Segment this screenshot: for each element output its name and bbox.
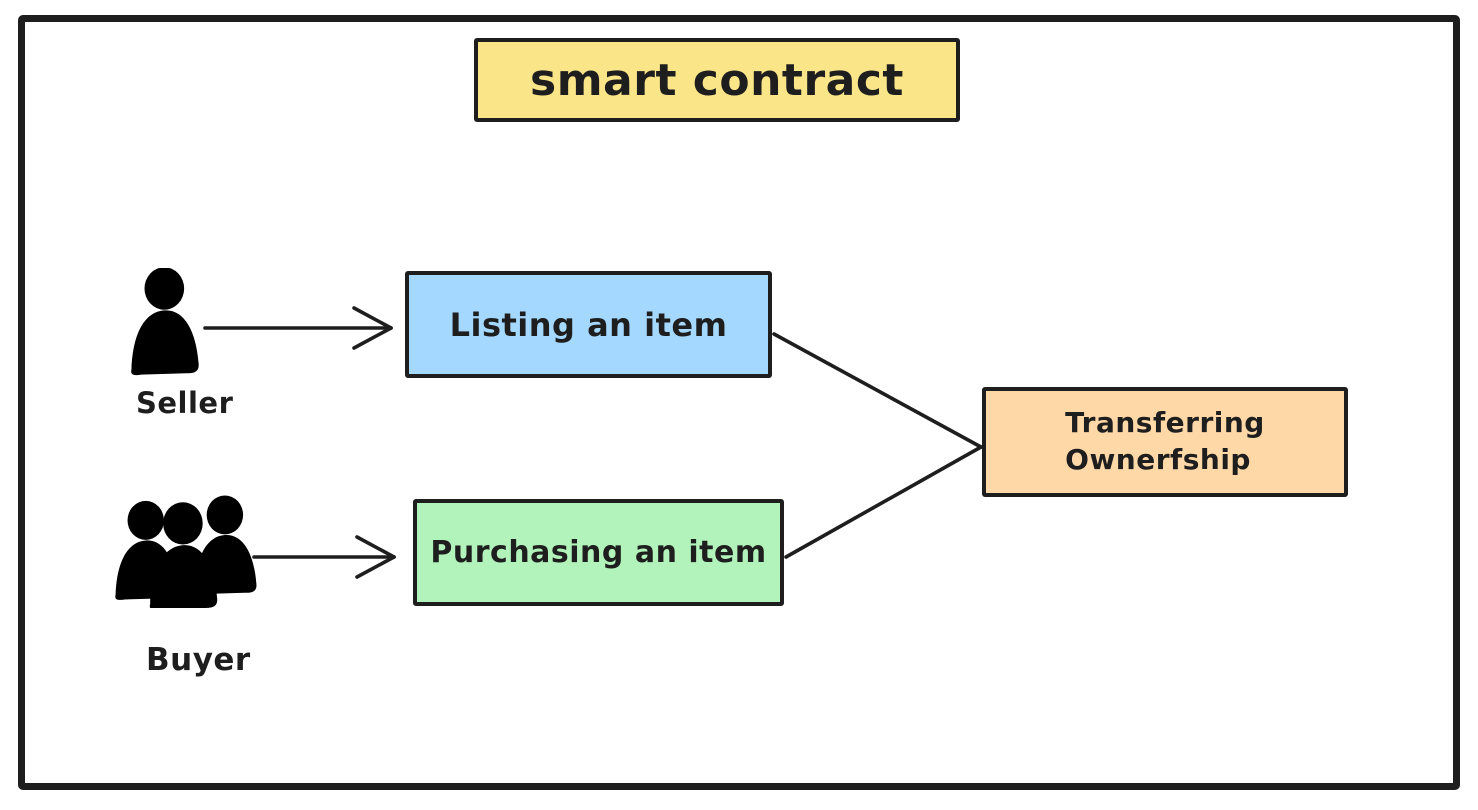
person-icon [122,267,208,380]
node-listing-label: Listing an item [449,305,728,344]
node-purchasing-an-item: Purchasing an item [413,499,784,606]
node-transferring-ownership: Transferring Ownerfship [982,387,1348,497]
seller-label: Seller [136,386,234,420]
people-group-icon [110,492,264,612]
outer-frame [18,15,1460,790]
node-purchasing-label: Purchasing an item [430,535,767,570]
buyer-label: Buyer [146,642,251,678]
node-transferring-label: Transferring Ownerfship [1065,406,1265,476]
title-box: smart contract [474,38,960,122]
node-listing-an-item: Listing an item [405,271,772,378]
title-label: smart contract [530,54,904,106]
